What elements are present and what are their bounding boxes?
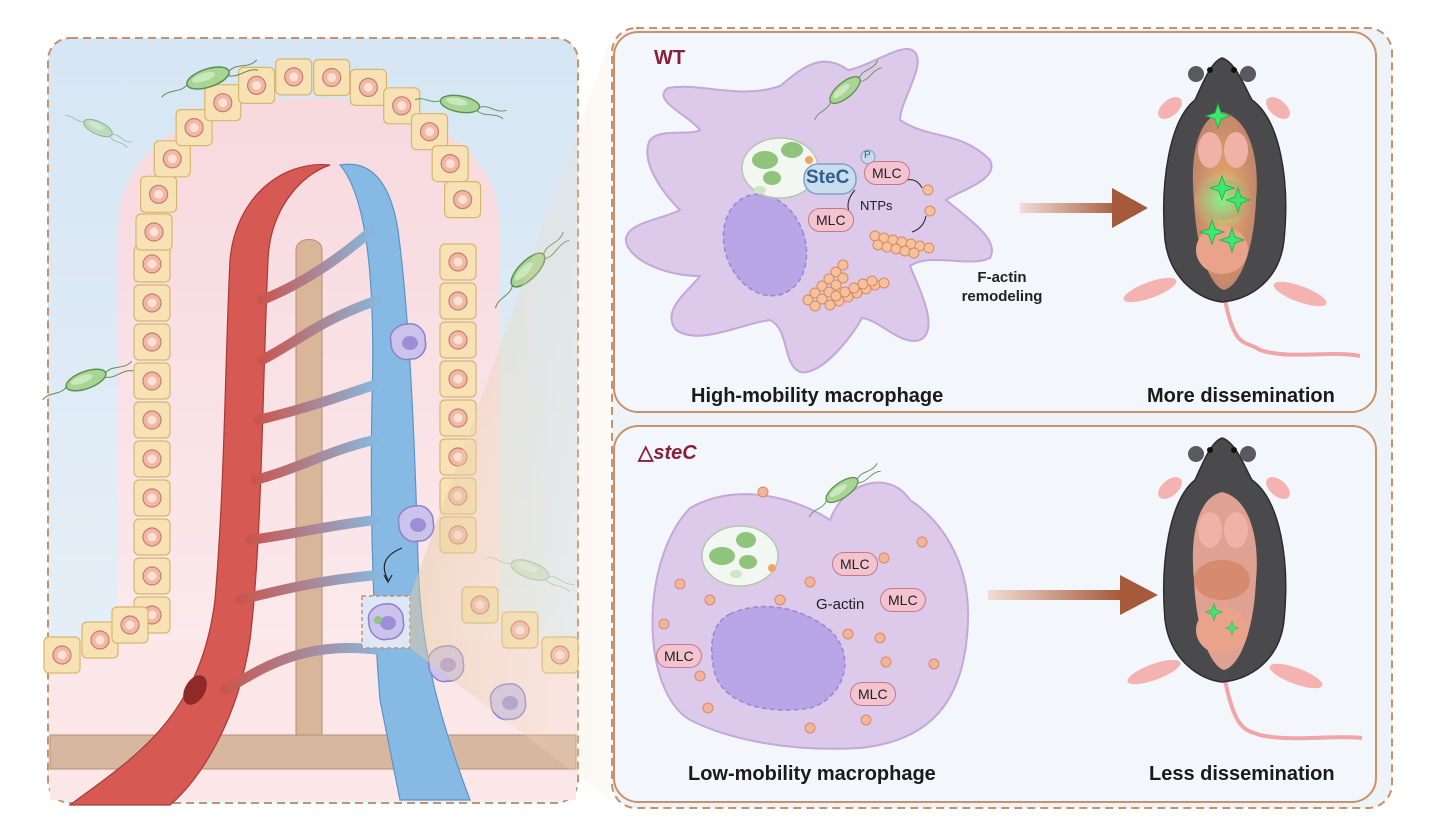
gactin-label: G-actin (816, 596, 865, 613)
epithelial-cell (444, 181, 482, 219)
mlc-label: MLC (864, 161, 910, 185)
epithelial-cell (439, 360, 477, 398)
epithelial-cell (275, 58, 313, 96)
factin-line1: F-actin (977, 269, 1027, 286)
epithelial-cell (204, 84, 242, 122)
epithelial-cell (313, 58, 351, 97)
mutant-macrophage-caption: Low-mobility macrophage (688, 763, 936, 785)
epithelial-cell (133, 518, 171, 556)
epithelial-cell (349, 68, 387, 107)
arrow-icon-wt (1020, 188, 1148, 228)
phospho-label: P (864, 150, 871, 161)
villus-panel (37, 37, 579, 806)
epithelial-cell (43, 636, 81, 674)
mlc-label: MLC (832, 552, 878, 576)
gene-name: steC (653, 442, 697, 464)
mlc-label: MLC (880, 588, 926, 612)
epithelial-cell (133, 362, 171, 400)
epithelial-cell (431, 145, 469, 183)
mlc-label: MLC (850, 682, 896, 706)
arrow-icon-mutant (988, 575, 1158, 615)
epithelial-cell (133, 323, 171, 361)
epithelial-cell (111, 606, 149, 644)
stec-label: SteC (806, 167, 850, 188)
mutant-panel-tag: △steC (638, 440, 697, 465)
epithelial-cell (140, 175, 178, 213)
wt-macrophage-caption: High-mobility macrophage (691, 385, 944, 407)
epithelial-cell (135, 213, 173, 251)
mouse-icon-mutant (1127, 437, 1363, 741)
wt-panel-tag: WT (654, 47, 686, 69)
epithelial-cell (439, 282, 477, 320)
mouse-icon-wt (1123, 57, 1361, 358)
mlc-label: MLC (808, 208, 854, 232)
epithelial-cell (439, 321, 477, 359)
ntps-label: NTPs (860, 198, 893, 213)
wt-outcome-caption: More dissemination (1147, 385, 1335, 407)
macrophage-icon-wt (624, 47, 993, 374)
mutant-outcome-caption: Less dissemination (1149, 763, 1335, 785)
mlc-label: MLC (656, 644, 702, 668)
epithelial-cell (133, 479, 171, 517)
factin-line2: remodeling (961, 288, 1043, 305)
epithelial-cell (133, 245, 171, 283)
epithelial-cell (133, 557, 171, 595)
epithelial-cell (410, 113, 449, 151)
factin-label: F-actin remodeling (952, 268, 1052, 306)
epithelial-cell (439, 243, 477, 281)
zoom-wedge (410, 40, 610, 800)
delta-symbol: △ (638, 442, 654, 464)
epithelial-cell (133, 440, 171, 478)
epithelial-cell (133, 401, 171, 439)
epithelial-cell (133, 284, 171, 322)
